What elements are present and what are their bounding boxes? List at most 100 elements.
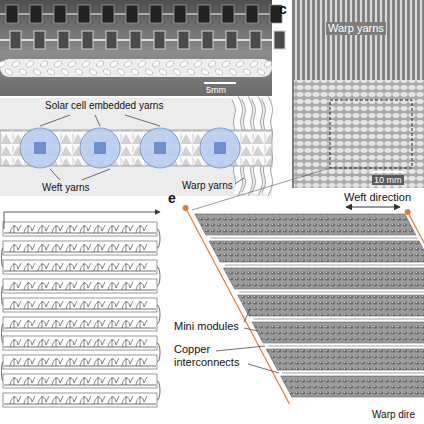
solar-cell: [130, 31, 141, 49]
warp-yarn: [325, 0, 327, 82]
loop-motif: [122, 301, 133, 309]
warp-yarn: [405, 0, 407, 82]
loop-motif: [94, 282, 105, 290]
solar-cell: [82, 31, 93, 49]
loop-motif: [24, 225, 35, 233]
braid-stitch: [67, 60, 76, 68]
weave-arrow: [4, 212, 160, 213]
solar-cell: [10, 31, 21, 49]
warp-yarn: [380, 0, 382, 82]
braid-stitch: [256, 68, 265, 76]
loop-motif: [38, 225, 49, 233]
solar-cell: [6, 5, 18, 23]
loop-motif: [136, 396, 147, 404]
weave-link: [157, 267, 160, 286]
loop-motif: [24, 396, 35, 404]
loop-motif: [52, 339, 63, 347]
solar-cell: [154, 142, 166, 154]
loop-motif: [52, 244, 63, 252]
loop-motif: [94, 263, 105, 271]
inset-box: [330, 100, 412, 168]
loop-motif: [10, 301, 21, 309]
loop-motif: [108, 339, 119, 347]
loop-motif: [136, 320, 147, 328]
loop-motif: [38, 263, 49, 271]
leader-line: [95, 115, 100, 126]
warp-yarn: [395, 0, 397, 82]
loop-motif: [24, 377, 35, 385]
loop-motif: [108, 320, 119, 328]
fabric-render: [0, 98, 272, 196]
braid-stitch: [18, 68, 27, 76]
loop-motif: [24, 320, 35, 328]
mini-module: [209, 241, 424, 262]
loop-motif: [108, 301, 119, 309]
solar-cell: [174, 5, 186, 23]
loop-motif: [52, 377, 63, 385]
part-label: Weft yarns: [40, 182, 92, 194]
weave-row: [3, 222, 157, 236]
loop-motif: [10, 339, 21, 347]
loop-motif: [136, 358, 147, 366]
loop-motif: [24, 244, 35, 252]
warp-yarn: [330, 0, 332, 82]
loop-motif: [122, 225, 133, 233]
solar-cell: [214, 142, 226, 154]
braid-stitch: [25, 60, 34, 68]
loop-motif: [24, 263, 35, 271]
weave-link: [157, 381, 160, 400]
braid-stitch: [102, 68, 111, 76]
braid-stitch: [207, 60, 216, 68]
copper-interconnect: [282, 373, 424, 374]
braid-stitch: [172, 68, 181, 76]
warp-yarn: [355, 0, 357, 82]
solar-cell-disc: [140, 128, 180, 168]
warp-yarn: [375, 0, 377, 82]
loop-motif: [80, 320, 91, 328]
loop-motif: [80, 282, 91, 290]
solar-cell: [250, 31, 261, 49]
warp-yarn: [315, 0, 317, 82]
loop-motif: [10, 244, 21, 252]
loop-motif: [94, 358, 105, 366]
loop-motif: [94, 396, 105, 404]
loop-motif: [108, 244, 119, 252]
loop-motif: [38, 244, 49, 252]
braid-stitch: [193, 60, 202, 68]
weave-row: [3, 393, 157, 407]
leader-line: [244, 328, 258, 331]
solar-cell: [178, 31, 189, 49]
braid-stitch: [32, 68, 41, 76]
leader-line: [40, 115, 70, 126]
solar-cell: [34, 142, 46, 154]
loop-motif: [136, 377, 147, 385]
loop-motif: [136, 301, 147, 309]
photo-ground: [0, 0, 272, 96]
braid-stitch: [228, 68, 237, 76]
braid-stitch: [95, 60, 104, 68]
weave-schematic: [2, 212, 161, 407]
mini-module: [252, 322, 424, 343]
solar-cell: [154, 31, 165, 49]
braid-stitch: [186, 68, 195, 76]
warp-yarn: [360, 0, 362, 82]
braid-stitch: [0, 60, 7, 68]
braid-stitch: [165, 60, 174, 68]
loop-motif: [122, 320, 133, 328]
direction-label: Weft direction: [344, 191, 411, 204]
solar-cell: [58, 31, 69, 49]
loop-motif: [66, 282, 77, 290]
braid-stitch: [179, 60, 188, 68]
mini-module: [195, 214, 416, 235]
braid-stitch: [39, 60, 48, 68]
mini-module: [281, 376, 424, 397]
braid-stitch: [200, 68, 209, 76]
direction-arrow: [346, 207, 400, 208]
panel-letter: c: [279, 1, 287, 17]
loop-motif: [108, 282, 119, 290]
bus-line: [408, 212, 424, 424]
solar-cell: [94, 142, 106, 154]
solar-cell: [198, 5, 210, 23]
solar-cell: [222, 5, 234, 23]
leader-line: [125, 115, 160, 126]
